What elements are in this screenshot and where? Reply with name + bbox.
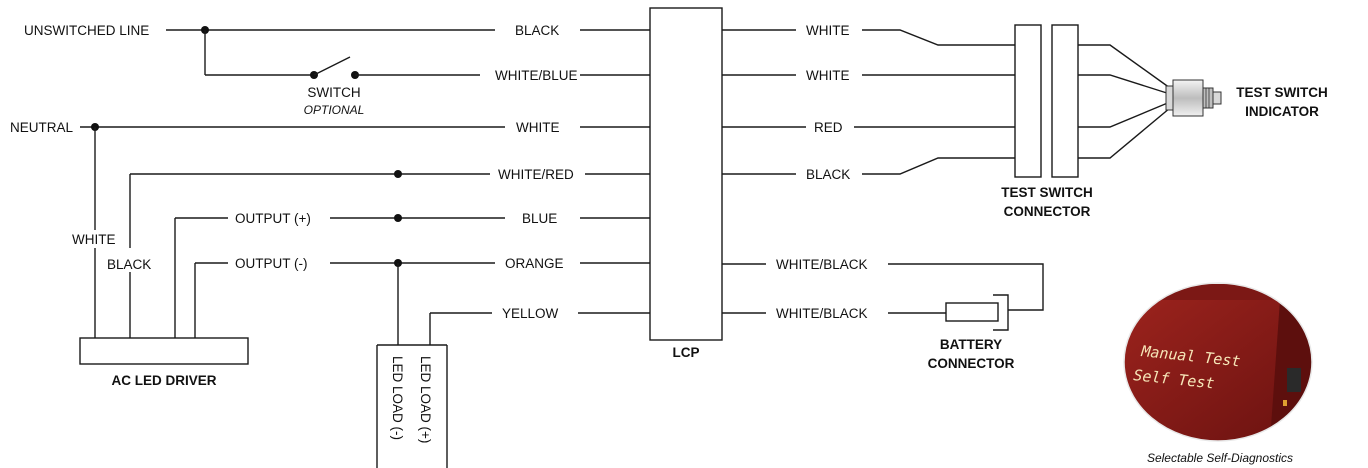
lcp-wire-orange-label: ORANGE xyxy=(505,256,564,271)
lcp-wire-white-red-label: WHITE/RED xyxy=(498,167,574,182)
right-wire-white-2-label: WHITE xyxy=(806,68,850,83)
ac-led-driver-box xyxy=(79,337,249,365)
test-switch-indicator-label-line2: INDICATOR xyxy=(1245,104,1319,119)
right-wire-white-black-2-label: WHITE/BLACK xyxy=(776,306,868,321)
right-wire-black-label: BLACK xyxy=(806,167,850,182)
neutral-wire xyxy=(80,123,650,338)
output-negative-wire xyxy=(194,259,650,345)
led-load-box xyxy=(376,344,448,468)
led-load-positive-label: LED LOAD (+) xyxy=(418,356,433,443)
battery-connector-label-line1: BATTERY xyxy=(940,337,1002,352)
switch-symbol xyxy=(310,56,650,79)
test-switch-connector-left-half xyxy=(1014,24,1042,178)
ac-led-driver-label: AC LED DRIVER xyxy=(111,373,216,388)
lcp-box xyxy=(649,7,723,341)
lcp-wire-white-blue-label: WHITE/BLUE xyxy=(495,68,578,83)
right-wire-white-black-1-label: WHITE/BLACK xyxy=(776,257,868,272)
test-switch-connector-label-line2: CONNECTOR xyxy=(1004,204,1091,219)
unswitched-line-wire xyxy=(166,26,650,76)
lcp-wire-white-label: WHITE xyxy=(516,120,560,135)
battery-connector-label-line2: CONNECTOR xyxy=(928,356,1015,371)
inset-caption: Selectable Self-Diagnostics xyxy=(1147,451,1293,465)
right-wire-red-label: RED xyxy=(814,120,843,135)
battery-connector-icon xyxy=(945,294,1009,331)
output-positive-label: OUTPUT (+) xyxy=(235,211,311,226)
neutral-label: NEUTRAL xyxy=(10,120,74,135)
led-load-negative-label: LED LOAD (-) xyxy=(390,356,405,440)
switch-optional-label: OPTIONAL xyxy=(304,103,365,117)
indicator-wires xyxy=(1078,44,1171,159)
white-red-wire xyxy=(129,170,650,338)
driver-white-label: WHITE xyxy=(72,232,116,247)
right-wires xyxy=(722,29,1044,314)
lcp-wire-yellow-label: YELLOW xyxy=(502,306,559,321)
test-switch-connector-right-half xyxy=(1051,24,1079,178)
unswitched-line-label: UNSWITCHED LINE xyxy=(24,23,149,38)
test-switch-indicator-icon xyxy=(1165,79,1222,117)
test-switch-indicator-label-line1: TEST SWITCH xyxy=(1236,85,1328,100)
right-wire-white-1-label: WHITE xyxy=(806,23,850,38)
switch-label: SWITCH xyxy=(307,85,360,100)
lcp-label: LCP xyxy=(673,345,700,360)
yellow-wire xyxy=(429,312,650,345)
lcp-wire-black-label: BLACK xyxy=(515,23,559,38)
lcp-wire-blue-label: BLUE xyxy=(522,211,557,226)
self-diagnostics-inset-photo xyxy=(1123,282,1313,442)
output-positive-wire xyxy=(174,214,650,338)
driver-black-label: BLACK xyxy=(107,257,151,272)
test-switch-connector-label-line1: TEST SWITCH xyxy=(1001,185,1093,200)
output-negative-label: OUTPUT (-) xyxy=(235,256,308,271)
